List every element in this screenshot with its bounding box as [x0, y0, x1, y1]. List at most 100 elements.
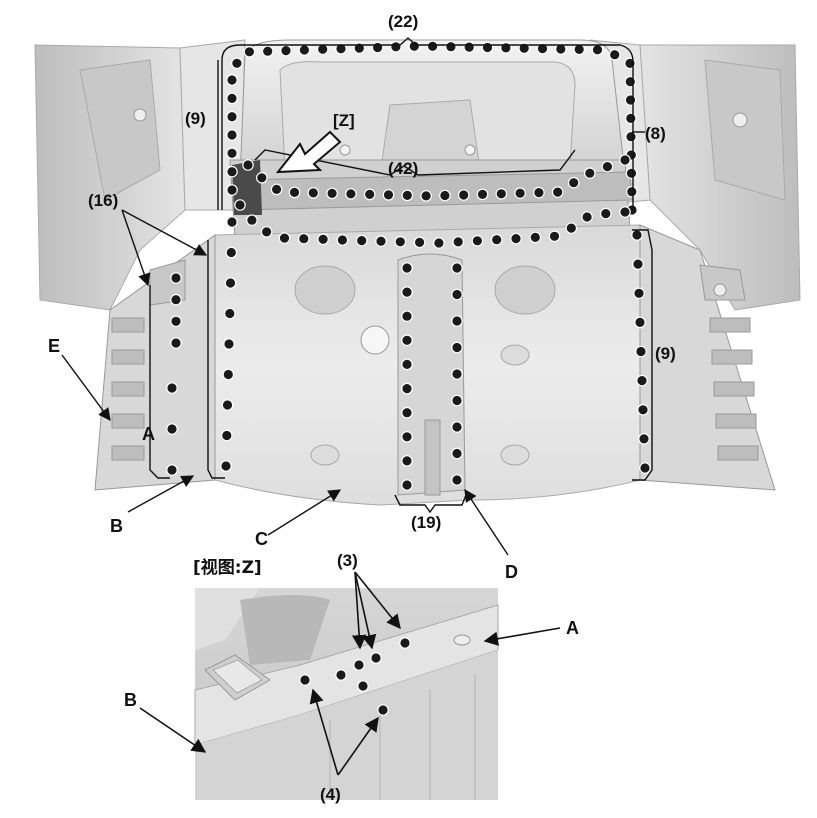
- inset-label-3: (3): [337, 551, 358, 570]
- weld-spot-22: [371, 41, 384, 54]
- weld-spot-19: [401, 479, 413, 491]
- center-floor-member: [397, 253, 466, 496]
- weld-spot-42: [401, 189, 414, 202]
- weld-spot-4: [357, 680, 369, 692]
- arrow-c: [267, 489, 342, 536]
- weld-spot-19: [401, 310, 413, 322]
- weld-spot-22: [226, 92, 238, 105]
- weld-spot-16: [166, 423, 178, 435]
- label-view-z: [Z]: [333, 111, 355, 130]
- weld-spot-42: [255, 172, 268, 184]
- weld-spot-22: [226, 147, 238, 160]
- weld-spot-22: [231, 57, 243, 70]
- weld-spot-16: [221, 429, 233, 442]
- weld-spot-42: [307, 187, 320, 199]
- weld-spots-inset: [299, 637, 411, 716]
- weld-spot-4: [299, 674, 311, 686]
- brace-16-b: [207, 240, 225, 479]
- weld-spot-9: [634, 316, 646, 329]
- weld-spot-42: [355, 234, 368, 247]
- arrow-3-b: [354, 571, 377, 650]
- inset-label-b: B: [124, 690, 137, 710]
- label-c: C: [255, 529, 268, 549]
- weld-spot-3: [335, 669, 347, 681]
- weld-spot-42: [471, 235, 484, 247]
- weld-spot-22: [625, 130, 637, 143]
- weld-spot-9: [632, 258, 644, 270]
- weld-spot-22: [445, 40, 457, 53]
- weld-spot-16: [224, 307, 236, 320]
- label-8: (8): [645, 124, 666, 143]
- weld-spot-19: [401, 382, 413, 395]
- label-9-top: (9): [185, 109, 206, 128]
- weld-spot-42: [278, 232, 291, 244]
- weld-spot-22: [226, 110, 238, 123]
- weld-spot-16: [222, 368, 235, 381]
- weld-spot-42: [375, 235, 387, 247]
- weld-spot-22: [591, 43, 604, 56]
- weld-spot-19: [451, 341, 463, 354]
- weld-spot-42: [533, 186, 545, 199]
- weld-spot-42: [242, 159, 254, 171]
- weld-spot-19: [451, 394, 463, 407]
- weld-spot-22: [261, 45, 274, 57]
- weld-spot-16: [170, 293, 182, 306]
- weld-spot-9: [638, 433, 650, 445]
- weld-spot-19: [401, 455, 413, 467]
- weld-spot-19: [401, 262, 413, 274]
- weld-spot-22: [408, 40, 421, 52]
- weld-spot-22: [390, 40, 402, 53]
- weld-spot-22: [280, 44, 292, 57]
- weld-spot-19: [451, 421, 463, 433]
- weld-spot-22: [625, 185, 638, 198]
- weld-spot-19: [401, 430, 413, 443]
- weld-spot-16: [166, 464, 178, 476]
- weld-spot-42: [457, 189, 470, 201]
- weld-spot-22: [625, 167, 638, 180]
- weld-spot-42: [452, 236, 464, 248]
- arrow-inset-a: [483, 627, 561, 646]
- weld-spot-42: [548, 230, 561, 243]
- weld-spot-42: [246, 214, 258, 226]
- weld-spot-42: [413, 236, 426, 249]
- weld-spot-22: [226, 129, 238, 141]
- main-labels: (22) (9) (8) [Z] (42) (16) (9) E A B C (…: [48, 12, 676, 582]
- weld-spot-42: [490, 233, 503, 246]
- weld-spot-42: [317, 233, 329, 246]
- view-z-arrow: [275, 130, 342, 174]
- weld-spot-42: [567, 176, 580, 189]
- label-42: (42): [388, 159, 418, 178]
- weld-spot-42: [382, 189, 395, 201]
- weld-spot-9: [636, 374, 648, 387]
- label-b: B: [110, 516, 123, 536]
- label-e: E: [48, 336, 60, 356]
- weld-spot-42: [420, 190, 432, 202]
- weld-spot-22: [573, 43, 585, 56]
- weld-spot-16: [225, 246, 238, 259]
- weld-spot-22: [243, 45, 256, 58]
- weld-spot-22: [316, 43, 329, 56]
- weld-spot-42: [363, 188, 376, 201]
- inset-label-a: A: [566, 618, 579, 638]
- arrow-d: [464, 488, 509, 556]
- main-arrows: [61, 131, 645, 556]
- weld-spot-42: [529, 231, 542, 244]
- label-19: (19): [411, 513, 441, 532]
- weld-spot-22: [536, 42, 549, 55]
- weld-spot-16: [170, 272, 182, 284]
- weld-spot-19: [451, 447, 463, 460]
- weld-spot-22: [226, 165, 238, 178]
- weld-spot-19: [451, 262, 463, 274]
- arrow-3-a: [351, 571, 367, 650]
- weld-spot-19: [401, 406, 413, 419]
- arrow-16-left: [121, 209, 151, 287]
- weld-spot-22: [624, 94, 637, 106]
- weld-spot-3: [370, 652, 382, 664]
- weld-spot-22: [335, 42, 347, 55]
- weld-spot-16: [226, 216, 238, 228]
- brace-42: [254, 149, 576, 176]
- inset-label-4: (4): [320, 785, 341, 804]
- weld-spot-16: [221, 399, 234, 411]
- label-22: (22): [388, 12, 418, 31]
- weld-spot-3: [399, 637, 411, 649]
